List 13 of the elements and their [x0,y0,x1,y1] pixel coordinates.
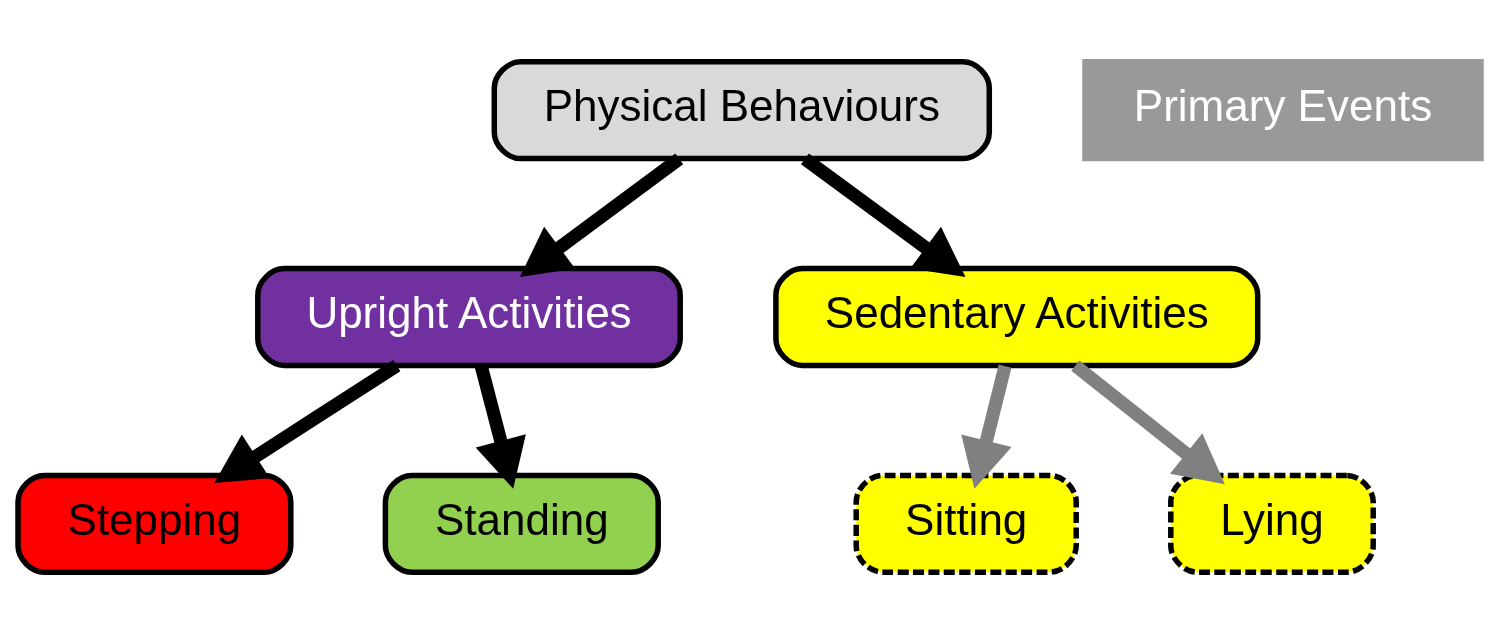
label: Primary Events [1133,80,1433,130]
arrow [214,359,401,483]
node-box: Stepping [15,472,294,575]
node-box: Sitting [853,472,1079,575]
arrow [1071,359,1225,484]
arrow [961,364,1012,489]
node-box: Lying [1168,472,1376,575]
node-box: Upright Activities [255,265,683,368]
arrow [519,153,684,277]
node-box: Standing [382,472,661,575]
node-box: Physical Behaviours [491,58,993,161]
arrow [800,153,966,277]
node-box: Sedentary Activities [773,265,1261,368]
